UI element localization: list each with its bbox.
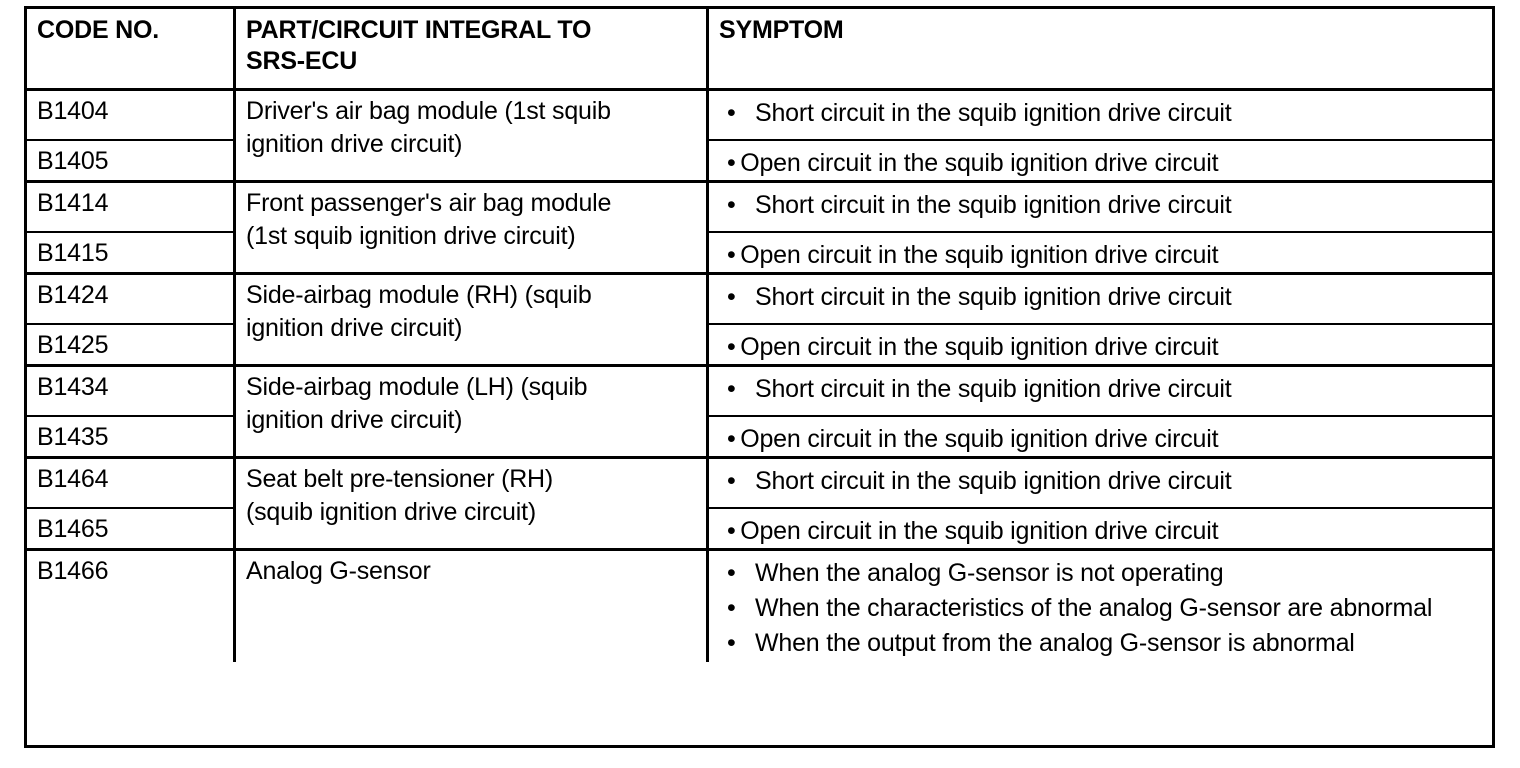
symptom-text: Open circuit in the squib ignition drive… [740,517,1219,545]
part-text: Side-airbag module (RH) (squib ignition … [246,281,592,342]
table-cell-part: Driver's air bag module (1st squib ignit… [236,91,709,180]
table-cell-code: B1414 [37,189,109,217]
table-group: B1424 B1425 Side-airbag module (RH) (squ… [27,275,1492,367]
group-symptom-column: • When the analog G-sensor is not operat… [709,551,1492,662]
table-header-row: CODE NO. PART/CIRCUIT INTEGRAL TO SRS-EC… [27,9,1492,91]
list-item: • When the analog G-sensor is not operat… [709,557,1492,590]
part-text: Seat belt pre-tensioner (RH) (squib igni… [246,465,554,526]
symptom-text: Short circuit in the squib ignition driv… [755,99,1232,127]
header-cell-part: PART/CIRCUIT INTEGRAL TO SRS-ECU [236,9,709,88]
symptom-text: When the characteristics of the analog G… [755,594,1433,622]
dtc-code-table: CODE NO. PART/CIRCUIT INTEGRAL TO SRS-EC… [24,6,1495,748]
table-cell-code: B1405 [27,139,233,180]
group-code-column: B1414 B1415 [27,183,236,272]
table-cell-symptom: • Open circuit in the squib ignition dri… [709,415,1492,456]
bullet-icon: • [727,241,736,269]
table-group: B1464 B1465 Seat belt pre-tensioner (RH)… [27,459,1492,551]
group-symptom-column: • Short circuit in the squib ignition dr… [709,91,1492,180]
table-cell-symptom: • Open circuit in the squib ignition dri… [709,507,1492,548]
table-group: B1434 B1435 Side-airbag module (LH) (squ… [27,367,1492,459]
bullet-icon: • [727,517,736,545]
table-cell-code: B1424 [37,281,109,309]
bullet-icon: • [727,333,736,361]
table-cell-symptom: • Open circuit in the squib ignition dri… [709,231,1492,272]
table-group: B1404 B1405 Driver's air bag module (1st… [27,91,1492,183]
symptom-text: Short circuit in the squib ignition driv… [755,467,1232,495]
table-cell-part: Seat belt pre-tensioner (RH) (squib igni… [236,459,709,548]
header-label-part: PART/CIRCUIT INTEGRAL TO SRS-ECU [246,16,592,75]
table-cell-part: Analog G-sensor [236,551,709,662]
header-label-symptom: SYMPTOM [719,16,844,44]
header-cell-symptom: SYMPTOM [709,9,1492,88]
table-cell-symptom: • Short circuit in the squib ignition dr… [709,275,1492,323]
group-code-column: B1434 B1435 [27,367,236,456]
symptom-text: Short circuit in the squib ignition driv… [755,375,1232,403]
header-cell-code: CODE NO. [27,9,236,88]
table-cell-code: B1404 [37,97,109,125]
part-text: Front passenger's air bag module (1st sq… [246,189,612,250]
symptom-text: Short circuit in the squib ignition driv… [755,191,1232,219]
bullet-icon: • [727,629,736,657]
symptom-bullet-list: • When the analog G-sensor is not operat… [709,557,1492,660]
table-cell-code: B1425 [27,323,233,364]
table-cell-symptom: • Short circuit in the squib ignition dr… [709,459,1492,507]
table-cell-code: B1464 [37,465,109,493]
table-cell-symptom: • Short circuit in the squib ignition dr… [709,183,1492,231]
bullet-icon: • [727,559,736,587]
table-cell-part: Side-airbag module (RH) (squib ignition … [236,275,709,364]
bullet-icon: • [727,191,736,219]
group-code-column: B1466 [27,551,236,662]
table-group: B1466 Analog G-sensor • When the analog … [27,551,1492,662]
symptom-text: Open circuit in the squib ignition drive… [740,425,1219,453]
table-cell-code: B1465 [27,507,233,548]
table-cell-code: B1466 [37,557,109,585]
bullet-icon: • [727,283,736,311]
table-cell-symptom: • Short circuit in the squib ignition dr… [709,367,1492,415]
list-item: • When the characteristics of the analog… [709,592,1492,625]
bullet-icon: • [727,149,736,177]
table-cell-symptom: • Short circuit in the squib ignition dr… [709,91,1492,139]
bullet-icon: • [727,594,736,622]
table-cell-code: B1415 [27,231,233,272]
table-cell-code: B1435 [27,415,233,456]
list-item: • When the output from the analog G-sens… [709,627,1492,660]
bullet-icon: • [727,425,736,453]
symptom-text: When the analog G-sensor is not operatin… [755,559,1224,587]
table-group: B1414 B1415 Front passenger's air bag mo… [27,183,1492,275]
group-code-column: B1404 B1405 [27,91,236,180]
symptom-text: Open circuit in the squib ignition drive… [740,241,1219,269]
bullet-icon: • [727,99,736,127]
group-symptom-column: • Short circuit in the squib ignition dr… [709,275,1492,364]
group-code-column: B1464 B1465 [27,459,236,548]
part-text: Analog G-sensor [246,557,431,585]
group-symptom-column: • Short circuit in the squib ignition dr… [709,459,1492,548]
table-cell-part: Front passenger's air bag module (1st sq… [236,183,709,272]
table-cell-symptom: • Open circuit in the squib ignition dri… [709,139,1492,180]
table-cell-part: Side-airbag module (LH) (squib ignition … [236,367,709,456]
part-text: Side-airbag module (LH) (squib ignition … [246,373,588,434]
table-cell-code: B1434 [37,373,109,401]
part-text: Driver's air bag module (1st squib ignit… [246,97,611,158]
bullet-icon: • [727,467,736,495]
table-cell-symptom: • Open circuit in the squib ignition dri… [709,323,1492,364]
group-symptom-column: • Short circuit in the squib ignition dr… [709,367,1492,456]
bullet-icon: • [727,375,736,403]
header-label-code: CODE NO. [37,16,160,44]
symptom-text: When the output from the analog G-sensor… [755,629,1355,657]
table-cell-symptom: • When the analog G-sensor is not operat… [709,551,1492,662]
symptom-text: Short circuit in the squib ignition driv… [755,283,1232,311]
symptom-text: Open circuit in the squib ignition drive… [740,333,1219,361]
group-symptom-column: • Short circuit in the squib ignition dr… [709,183,1492,272]
group-code-column: B1424 B1425 [27,275,236,364]
symptom-text: Open circuit in the squib ignition drive… [740,149,1219,177]
